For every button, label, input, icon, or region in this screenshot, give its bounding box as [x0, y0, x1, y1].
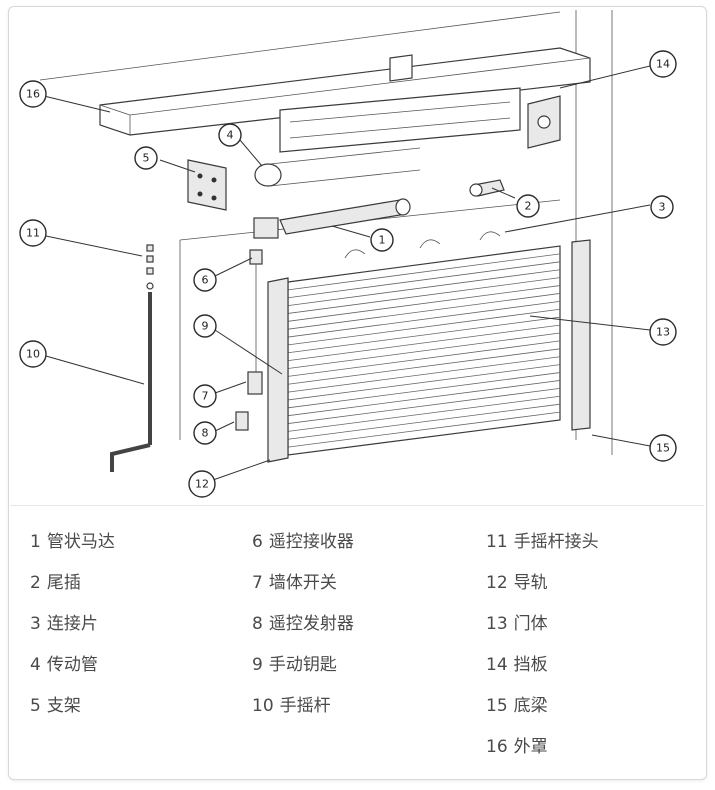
svg-text:12: 12	[195, 478, 209, 491]
svg-text:4: 4	[227, 129, 234, 142]
callout-12: 12	[188, 470, 216, 498]
door-slat	[287, 308, 561, 346]
door-slat	[287, 356, 561, 393]
exploded-diagram: 1 2 3 4 5 6 7 8 9 10 11 12 13 14 15 16	[19, 10, 677, 498]
svg-text:5: 5	[143, 152, 150, 165]
door-slats	[287, 253, 561, 448]
door-slat	[287, 372, 561, 409]
callout-3: 3	[650, 195, 674, 219]
door-slat	[287, 411, 561, 448]
door-slat	[287, 269, 561, 306]
door-slat	[287, 395, 561, 432]
svg-text:10: 10	[26, 348, 40, 361]
remote-receiver	[249, 249, 263, 372]
callout-6: 6	[193, 268, 217, 292]
svg-text:13: 13	[656, 326, 670, 339]
door-slat	[287, 348, 561, 385]
callout-14: 14	[649, 50, 677, 78]
callout-4: 4	[218, 123, 242, 147]
connecting-pieces	[344, 231, 501, 259]
bracket-left	[187, 159, 227, 211]
svg-text:3: 3	[659, 201, 666, 214]
callout-15: 15	[649, 434, 677, 462]
door-slat	[287, 403, 561, 440]
svg-text:6: 6	[202, 274, 209, 287]
svg-text:8: 8	[202, 427, 209, 440]
callout-16: 16	[19, 80, 47, 108]
divider	[10, 505, 704, 506]
callout-11: 11	[19, 219, 47, 247]
wall-switch	[247, 371, 263, 395]
door-slat	[287, 293, 561, 330]
svg-text:1: 1	[379, 234, 386, 247]
svg-text:15: 15	[656, 442, 670, 455]
svg-text:7: 7	[202, 390, 209, 403]
outer-cover	[99, 47, 591, 136]
hand-crank	[110, 244, 154, 472]
door-slat	[287, 387, 561, 424]
door-slat	[287, 277, 561, 314]
door-body	[287, 245, 561, 456]
door-slat	[287, 253, 561, 291]
svg-text:2: 2	[525, 200, 532, 213]
callout-13: 13	[649, 318, 677, 346]
callout-1: 1	[370, 228, 394, 252]
door-slat	[287, 316, 561, 354]
svg-text:16: 16	[26, 88, 40, 101]
tubular-motor	[253, 198, 411, 239]
door-slat	[287, 261, 561, 299]
door-slat	[287, 300, 561, 338]
drive-tube	[254, 147, 421, 187]
door-slat	[287, 285, 561, 322]
svg-text:11: 11	[26, 227, 40, 240]
door-slat	[287, 364, 561, 401]
callout-8: 8	[193, 421, 217, 445]
tail-plug	[469, 179, 505, 197]
baffle-bracket	[279, 87, 561, 153]
svg-text:14: 14	[656, 58, 670, 71]
callout-9: 9	[193, 314, 217, 338]
door-slat	[287, 332, 561, 369]
door-slat	[287, 340, 561, 377]
svg-text:9: 9	[202, 320, 209, 333]
callout-2: 2	[516, 194, 540, 218]
callout-7: 7	[193, 384, 217, 408]
guide-rail	[267, 239, 591, 463]
door-slat	[287, 324, 561, 362]
door-slat	[287, 380, 561, 417]
callout-5: 5	[134, 146, 158, 170]
callout-10: 10	[19, 340, 47, 368]
leader-lines	[43, 65, 651, 481]
remote-transmitter	[235, 411, 249, 431]
